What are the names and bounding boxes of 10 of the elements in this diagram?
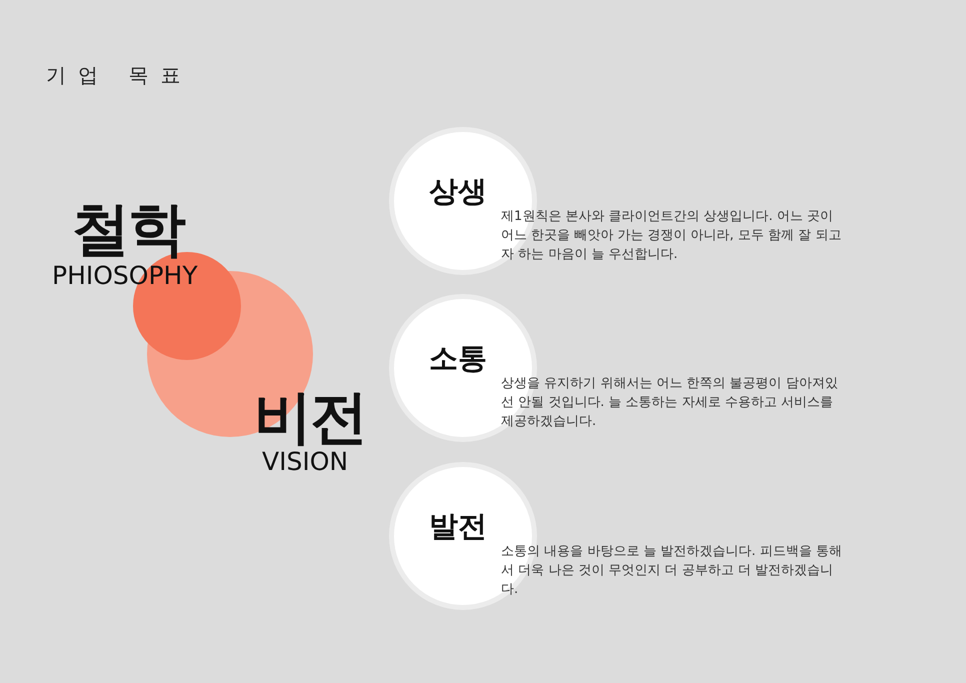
- description: 소통의 내용을 바탕으로 늘 발전하겠습니다. 피드백을 통해서 더욱 나은 것이 무엇인지 더 공부하고 더 발전하겠습니다.: [501, 543, 843, 599]
- heading: 상생: [429, 177, 487, 206]
- subheading: VISION: [262, 449, 348, 474]
- heading: 발전: [429, 512, 487, 541]
- description: 상생을 유지하기 위해서는 어느 한쪽의 불공평이 담아져있선 안될 것입니다. 늘 소통하는 자세로 수용하고 서비스를 제공하겠습니다.: [501, 375, 839, 431]
- title: 기업 목표: [46, 62, 192, 89]
- heading: 비전: [254, 388, 366, 446]
- heading: 소통: [429, 344, 487, 373]
- heading: 철학: [72, 200, 184, 258]
- description: 제1원칙은 본사와 클라이언트간의 상생입니다. 어느 곳이 어느 한곳을 빼앗아 가는 경쟁이 아니라, 모두 함께 잘 되고자 하는 마음이 늘 우선합니다.: [501, 208, 842, 264]
